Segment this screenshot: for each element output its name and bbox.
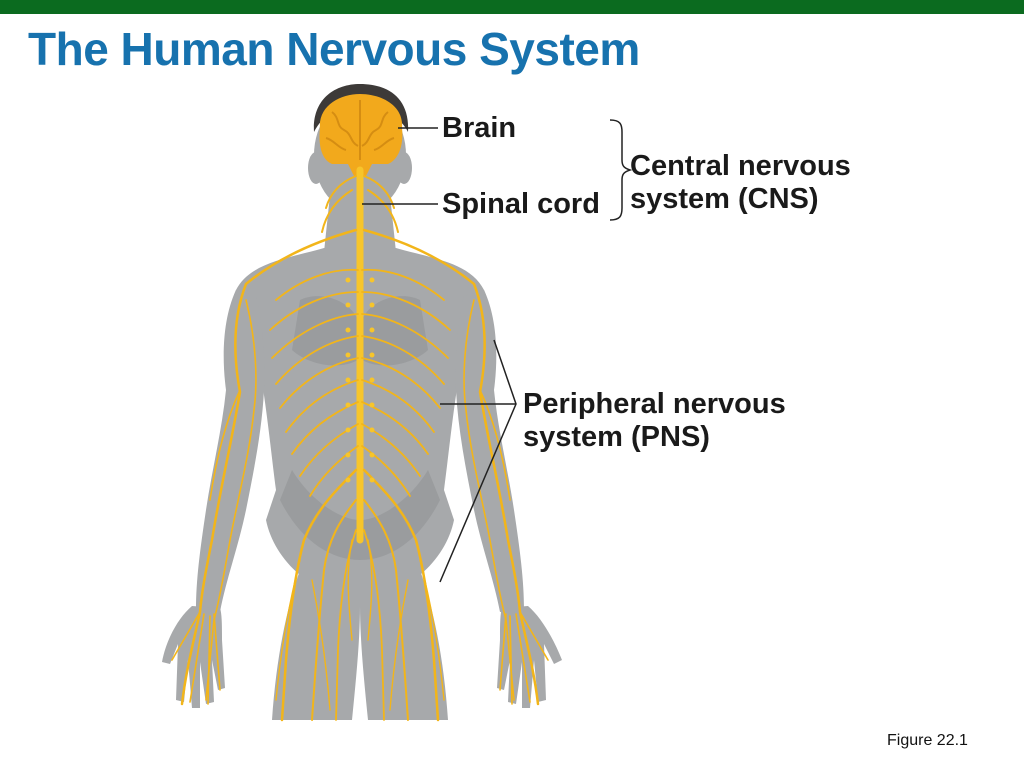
cns-label-line2: system (CNS)	[630, 183, 819, 215]
cns-bracket	[609, 119, 633, 221]
pns-label: Peripheral nervous system (PNS)	[523, 388, 863, 454]
body-shading	[280, 296, 440, 560]
cns-label-line1: Central nervous	[630, 150, 851, 182]
pns-label-line1: Peripheral nervous	[523, 388, 786, 420]
brain-illustration	[319, 94, 403, 176]
leader-lines	[362, 119, 633, 583]
nerve-network	[171, 166, 549, 722]
page-title: The Human Nervous System	[28, 23, 640, 75]
top-bar	[0, 0, 1024, 14]
figure-caption: Figure 22.1	[887, 732, 968, 749]
spinal-ganglia	[345, 277, 375, 483]
brain-label: Brain	[442, 112, 517, 144]
pns-label-line2: system (PNS)	[523, 421, 710, 453]
cns-label: Central nervous system (CNS)	[630, 150, 930, 216]
human-figure	[162, 84, 562, 722]
spinal-cord-label: Spinal cord	[442, 188, 600, 220]
